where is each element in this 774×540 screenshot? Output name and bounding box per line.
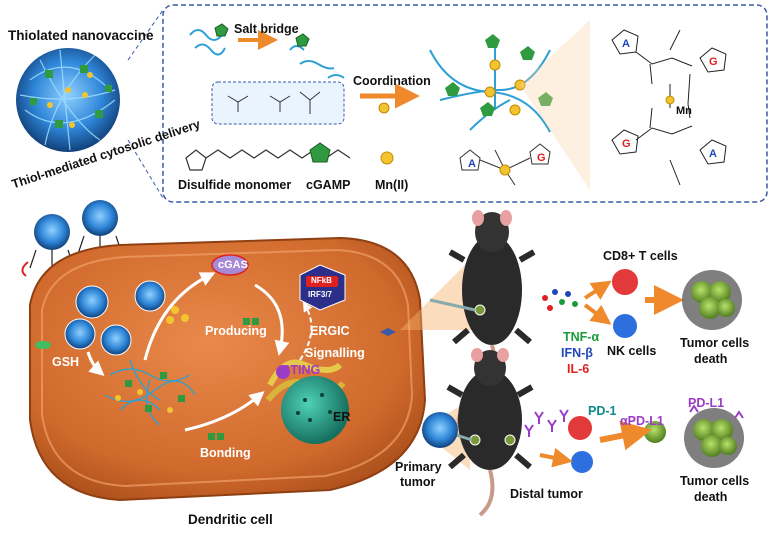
sting-protein [276,365,290,379]
delivery-particles [21,200,123,292]
er-label: ER [333,410,351,424]
guanidinium-phosphate-structure [227,91,321,114]
tumor-cluster-bottom [684,408,744,468]
membrane-receptor [35,341,51,349]
nk-label: NK cells [607,344,657,358]
coordination-label: Coordination [353,74,431,88]
cgas-label: cGAS [218,259,248,271]
signalling-label: Signalling [305,346,365,360]
apdl1-label: αPD-L1 [620,414,664,428]
base-g-label: G [537,152,546,164]
cgamp-icon [295,33,310,47]
vaccine-particle-bottom [422,412,458,448]
salt-bridge-label: Salt bridge [234,22,299,36]
salt-bridge-zoom-box [211,81,345,125]
arrow-to-tumor-bottom [599,420,652,451]
cgas-enzyme [211,254,249,276]
arrow-distal [539,447,573,468]
arrow-bonding [184,391,265,432]
distal-tumor-label: Distal tumor [510,487,583,501]
structure-g-top: G [709,56,718,68]
producing-molecules [208,318,259,440]
mouse-bottom [439,348,534,517]
t-cell-bottom [566,414,594,442]
producing-label: Producing [205,324,267,338]
pdl1-label: PD-L1 [688,396,725,410]
mn-center-structure [665,95,675,105]
nanovaccine-title: Thiolated nanovaccine [8,28,154,43]
bonding-label: Bonding [200,446,251,460]
pd1-label: PD-1 [588,404,617,418]
structure-a-bottom: A [709,148,717,160]
legend-mn: Mn(II) [375,178,409,192]
irf-label: IRF3/7 [308,290,333,299]
mn-center [499,164,511,176]
cgamp-legend-icon [309,142,331,163]
legend-cgamp: cGAMP [306,178,351,192]
dendritic-cell-caption: Dendritic cell [188,512,273,527]
il6-label: IL-6 [567,362,590,376]
nanovaccine-mn-dots [47,72,93,128]
nanovaccine-cgamp-dots [30,65,112,128]
legend-disulfide: Disulfide monomer [178,178,292,192]
arrow-to-nk [583,303,612,325]
cgamp-icon [214,23,229,37]
cd8-label: CD8+ T cells [603,249,678,263]
sting-label: STING [282,363,321,377]
nfkb-tag [306,276,338,287]
arrow-endosome-down [86,351,105,376]
arrow-cgas-sting [254,283,290,356]
released-cgamp [125,372,185,412]
ergic-label: ERGIC [310,324,350,338]
tnf-label: TNF-α [563,330,600,344]
polymer-chains-left [189,29,345,79]
released-mn [115,389,173,413]
mn-legend-icon [380,151,394,165]
tumor-cluster-top [682,270,742,330]
cell-membrane-inner [41,248,414,488]
base-a-label: A [468,158,476,170]
cgamp-mn-structure [611,29,727,186]
nk-cell [611,312,639,340]
gsh-label: GSH [52,355,80,369]
structure-a-top: A [622,38,630,50]
antibodies [524,409,569,437]
nanovaccine-particle [16,48,120,152]
beam-top-mouse [400,260,480,330]
primary-tumor-line2: tumor [400,475,436,489]
membrane-channel [380,328,396,336]
arrow-to-cd8 [583,280,612,300]
zoom-beam [520,20,590,190]
structure-g-bottom: G [622,138,631,150]
cytokine-dots [542,289,578,311]
death-bottom-line2: death [694,490,728,504]
nk-cell-bottom [569,449,595,475]
dendritic-cell-body [29,236,427,502]
pd-l1-receptors [689,404,744,419]
released-fibers [104,359,196,426]
coordination-network [429,34,553,133]
ifn-label: IFN-β [561,346,593,360]
death-top-line1: Tumor cells [680,336,750,350]
zoom-line-top [127,9,164,61]
mn-cluster [166,306,189,324]
death-bottom-line1: Tumor cells [680,474,750,488]
mn-icon [378,102,390,114]
cd8-t-cell [610,267,640,297]
zoom-line-bottom [127,139,164,199]
arrow-producing [143,272,216,361]
nfkb-label: NFkB [311,276,332,285]
death-top-line2: death [694,352,728,366]
primary-tumor-line1: Primary [395,460,442,474]
structure-mn-label: Mn [676,105,692,117]
endosome-particles [64,280,166,356]
